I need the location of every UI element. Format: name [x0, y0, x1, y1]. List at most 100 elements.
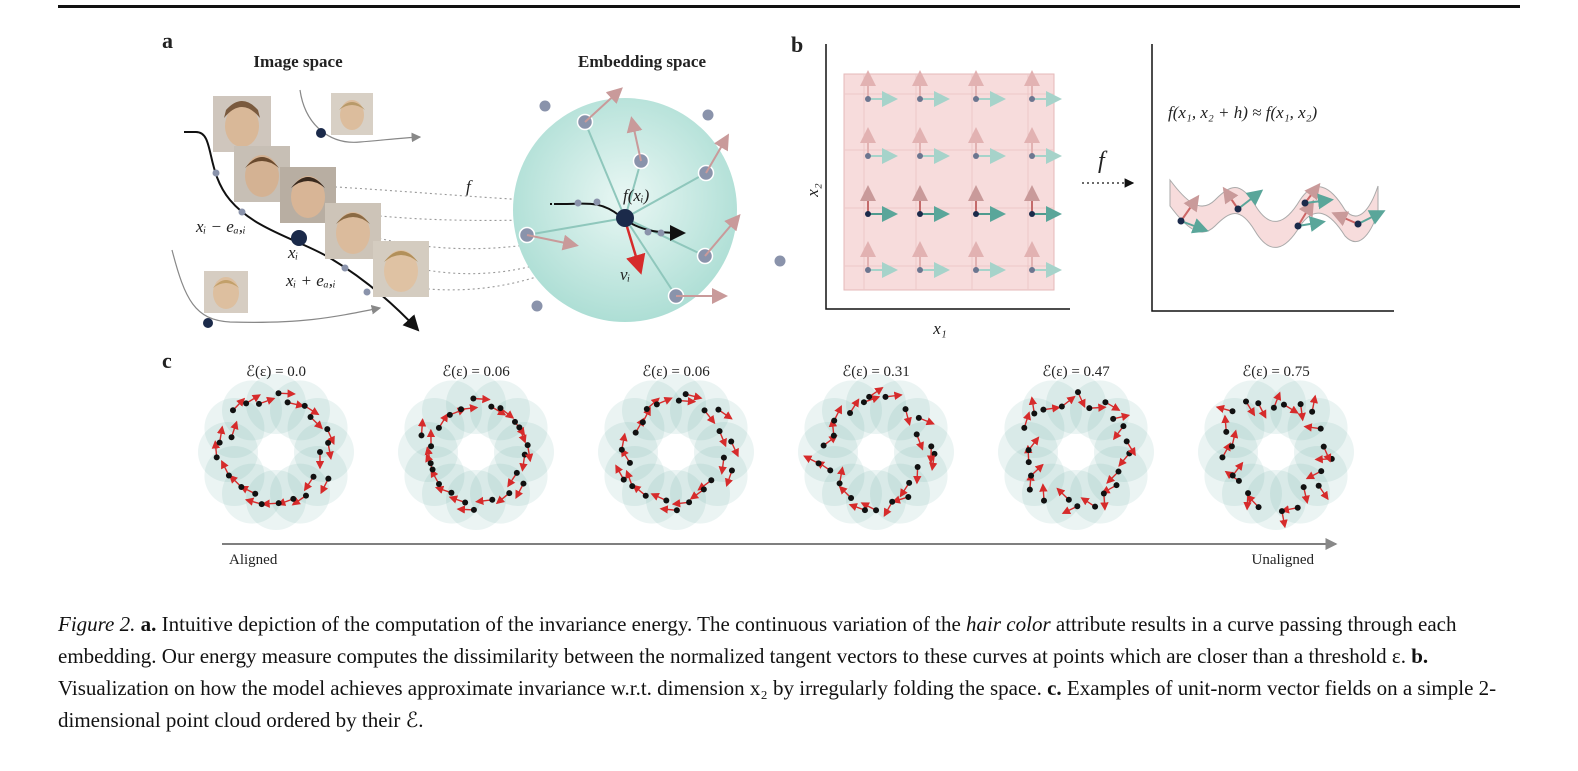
cloud-point [1041, 497, 1048, 504]
cloud-point [497, 405, 504, 412]
panel-b-right-axes [1151, 44, 1394, 312]
cloud-point [905, 493, 912, 500]
cloud-point [1058, 403, 1065, 410]
cloud-point [928, 443, 935, 450]
cloud-point [629, 483, 636, 490]
point-cloud-examples [198, 374, 1354, 530]
cloud-point [915, 414, 922, 421]
image-point-bottom [203, 318, 213, 328]
embedding-space-title: Embedding space [578, 52, 706, 71]
cloud-point [275, 390, 282, 397]
cloud-point [1110, 415, 1117, 422]
caption-b-text: Visualization on how the model achieves … [58, 676, 1048, 700]
point-cloud-2 [398, 374, 554, 530]
figure-caption: Figure 2. a. Intuitive depiction of the … [58, 608, 1520, 736]
grid-point [865, 96, 871, 102]
neighborhood-disc [294, 422, 354, 482]
tangent-vector-vi [623, 219, 646, 275]
cloud-point [427, 460, 434, 467]
cloud-point [632, 429, 639, 436]
neighborhood-disc [894, 422, 954, 482]
cloud-point [720, 454, 727, 461]
neighborhood-disc [1087, 398, 1148, 458]
energy-label-5: ℰ(ε) = 0.47 [1042, 364, 1110, 380]
cloud-point [1315, 482, 1322, 489]
caption-a-text-2: attribute results in a curve passing thr… [58, 612, 1457, 668]
point-cloud-3 [598, 374, 754, 530]
image-point-top [316, 128, 326, 138]
embedding-curve-point [644, 228, 652, 236]
cloud-point [715, 406, 722, 413]
face-image-5 [325, 203, 381, 259]
neighborhood-disc [287, 398, 348, 458]
cloud-point [252, 490, 259, 497]
cloud-point [906, 479, 913, 486]
grid-point [973, 211, 979, 217]
cloud-point [873, 507, 880, 514]
cloud-point [931, 450, 938, 457]
face-thumbnails [204, 93, 429, 313]
cloud-point [513, 469, 520, 476]
embedding-spokes [526, 121, 707, 297]
grid-point [1029, 96, 1035, 102]
grid-point [973, 153, 979, 159]
cloud-point [866, 393, 873, 400]
cloud-point [1223, 428, 1230, 435]
cloud-point [275, 500, 282, 507]
caption-c-text: Examples of unit-norm vector fields on a… [58, 676, 1497, 732]
image-curve-top [299, 89, 422, 143]
cloud-point [914, 464, 921, 471]
map-f-label: f [466, 177, 473, 196]
point-cloud-6 [1198, 374, 1354, 530]
cloud-point [675, 397, 682, 404]
cloud-point [516, 424, 523, 431]
cloud-point [489, 496, 496, 503]
face-image-1 [213, 96, 271, 152]
cloud-point [1309, 408, 1316, 415]
cloud-point [448, 489, 455, 496]
cloud-point [1245, 490, 1252, 497]
cloud-point [626, 459, 633, 466]
cloud-point [663, 497, 670, 504]
cloud-point [1031, 410, 1038, 417]
energy-label-1: ℰ(ε) = 0.0 [246, 364, 306, 380]
cloud-point [301, 402, 308, 409]
cloud-point [1280, 401, 1287, 408]
grid-point [917, 211, 923, 217]
cloud-point [1320, 443, 1327, 450]
embedding-tangent-arrows [526, 87, 741, 304]
cloud-point [470, 506, 477, 513]
neighborhood-disc [1046, 374, 1106, 434]
grid-point [865, 267, 871, 273]
cloud-point [1028, 472, 1035, 479]
cloud-point [255, 400, 262, 407]
cloud-point [1102, 399, 1109, 406]
cloud-point [815, 460, 822, 467]
cloud-point [1255, 400, 1262, 407]
energy-label-2: ℰ(ε) = 0.06 [442, 364, 510, 380]
cloud-point [284, 399, 291, 406]
cloud-point [229, 407, 236, 414]
cloud-point [1092, 503, 1099, 510]
cloud-point [642, 492, 649, 499]
x1-axis-label: x₁ [932, 319, 946, 338]
cloud-point [1074, 503, 1081, 510]
cloud-point [1100, 490, 1107, 497]
cloud-point [458, 406, 465, 413]
neighborhood-disc [446, 374, 506, 434]
embedding-curve-point [574, 199, 582, 207]
grid-point [865, 211, 871, 217]
grid-point [917, 96, 923, 102]
x2-axis-label: x₂ [803, 183, 822, 198]
panel-c-letter: c [162, 348, 172, 373]
grid-point [973, 267, 979, 273]
grid-point [1029, 153, 1035, 159]
neighborhood-disc [198, 422, 258, 482]
cloud-point [1120, 423, 1127, 430]
cloud-point [827, 467, 834, 474]
cloud-point [1278, 508, 1285, 515]
neighborhood-disc [287, 446, 348, 506]
energy-label-4: ℰ(ε) = 0.31 [842, 364, 910, 380]
cloud-point [238, 484, 245, 491]
cloud-point [1040, 406, 1047, 413]
